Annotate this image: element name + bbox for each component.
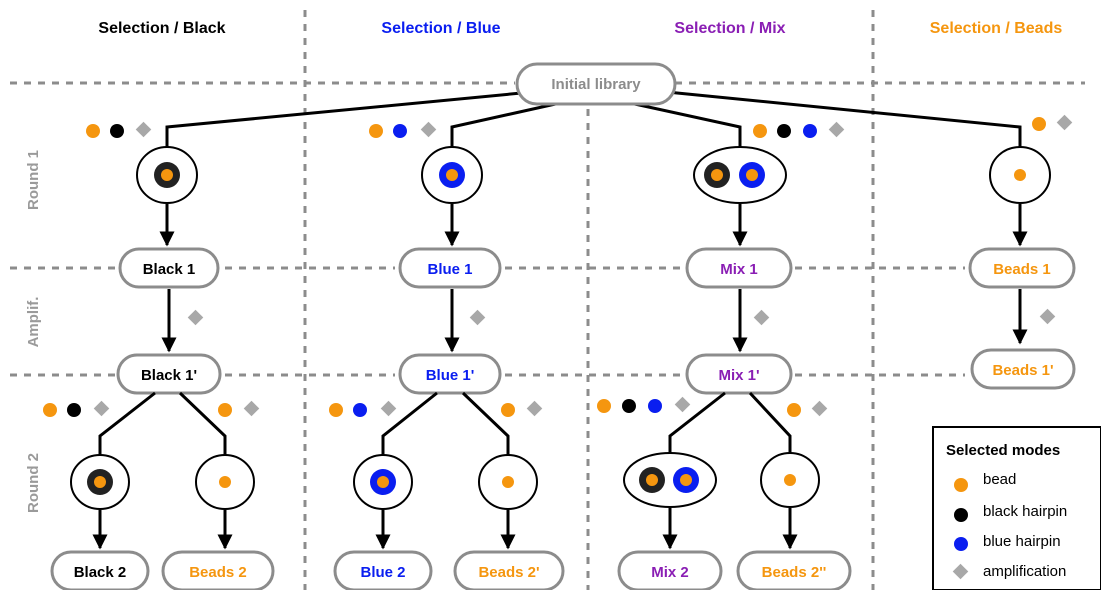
orange-dot-icon	[954, 478, 968, 492]
amplification-diamond-icon	[380, 400, 397, 417]
node-black-2: Black 2	[74, 564, 127, 581]
node-beads-2-prime: Beads 2'	[478, 564, 539, 581]
bead-dot-icon	[369, 124, 383, 138]
black-dot-icon	[67, 403, 81, 417]
node-beads-2: Beads 2	[189, 564, 247, 581]
round1-arrows	[159, 204, 1028, 247]
amplification-diamond-icon	[828, 121, 845, 138]
black-dot-icon	[622, 399, 636, 413]
blue-dot-icon	[803, 124, 817, 138]
row-label-round-2: Round 2	[25, 453, 42, 513]
blue-dot-icon	[954, 537, 968, 551]
node-blue-1: Blue 1	[427, 261, 472, 278]
legend-title: Selected modes	[946, 442, 1060, 459]
amplification-diamond-icon	[1039, 308, 1056, 325]
bead-dot-icon	[501, 403, 515, 417]
node-mix-2: Mix 2	[651, 564, 689, 581]
node-beads-2-double-prime: Beads 2''	[762, 564, 827, 581]
bead-dot-icon	[86, 124, 100, 138]
node-blue-2: Blue 2	[360, 564, 405, 581]
blue-dot-icon	[393, 124, 407, 138]
round2-selection-icons	[70, 452, 820, 510]
bead-dot-icon	[753, 124, 767, 138]
node-beads-1-prime: Beads 1'	[992, 362, 1053, 379]
amplification-diamond-icon	[469, 309, 486, 326]
node-beads-1: Beads 1	[993, 261, 1051, 278]
round2-branches	[98, 391, 792, 458]
bead-dot-icon	[43, 403, 57, 417]
round1-selection-icons	[136, 146, 1051, 204]
amplification-markers	[187, 308, 1056, 326]
library-connectors	[165, 90, 1022, 150]
round1-nodes	[118, 247, 1076, 289]
amplification-diamond-icon	[753, 309, 770, 326]
node-black-1-prime: Black 1'	[141, 367, 197, 384]
bead-dot-icon	[787, 403, 801, 417]
node-blue-1-prime: Blue 1'	[426, 367, 475, 384]
amplified-nodes	[116, 348, 1076, 395]
bead-dot-icon	[1032, 117, 1046, 131]
legend-item-black-hairpin: black hairpin	[983, 503, 1067, 520]
node-mix-1-prime: Mix 1'	[718, 367, 759, 384]
amplification-diamond-icon	[420, 121, 437, 138]
round2-nodes	[50, 550, 852, 590]
legend-item-blue-hairpin: blue hairpin	[983, 533, 1061, 550]
column-header-beads: Selection / Beads	[930, 20, 1063, 37]
amplification-diamond-icon	[243, 400, 260, 417]
gray-diamond-icon	[952, 563, 969, 580]
initial-library-node: Initial library	[515, 62, 677, 106]
black-dot-icon	[954, 508, 968, 522]
bead-dot-icon	[597, 399, 611, 413]
grid-lines	[10, 10, 1085, 590]
black-dot-icon	[777, 124, 791, 138]
bead-dot-icon	[218, 403, 232, 417]
amplification-diamond-icon	[135, 121, 152, 138]
black-dot-icon	[110, 124, 124, 138]
node-black-1: Black 1	[143, 261, 196, 278]
legend: Selected modes bead black hairpin blue h…	[932, 426, 1101, 590]
amplification-diamond-icon	[526, 400, 543, 417]
amplification-diamond-icon	[1056, 114, 1073, 131]
blue-dot-icon	[648, 399, 662, 413]
node-mix-1: Mix 1	[720, 261, 758, 278]
initial-library-label: Initial library	[551, 76, 641, 93]
blue-dot-icon	[353, 403, 367, 417]
amplification-arrows	[161, 289, 1028, 353]
amplification-diamond-icon	[93, 400, 110, 417]
legend-item-amplification: amplification	[983, 563, 1066, 580]
legend-item-bead: bead	[983, 471, 1016, 488]
column-header-blue: Selection / Blue	[381, 20, 500, 37]
amplification-diamond-icon	[674, 396, 691, 413]
row-label-amplif: Amplif.	[25, 297, 42, 348]
round2-arrows	[92, 508, 798, 550]
bead-dot-icon	[329, 403, 343, 417]
amplification-diamond-icon	[811, 400, 828, 417]
column-header-black: Selection / Black	[98, 20, 225, 37]
row-label-round-1: Round 1	[25, 150, 42, 210]
column-header-mix: Selection / Mix	[674, 20, 785, 37]
amplification-diamond-icon	[187, 309, 204, 326]
